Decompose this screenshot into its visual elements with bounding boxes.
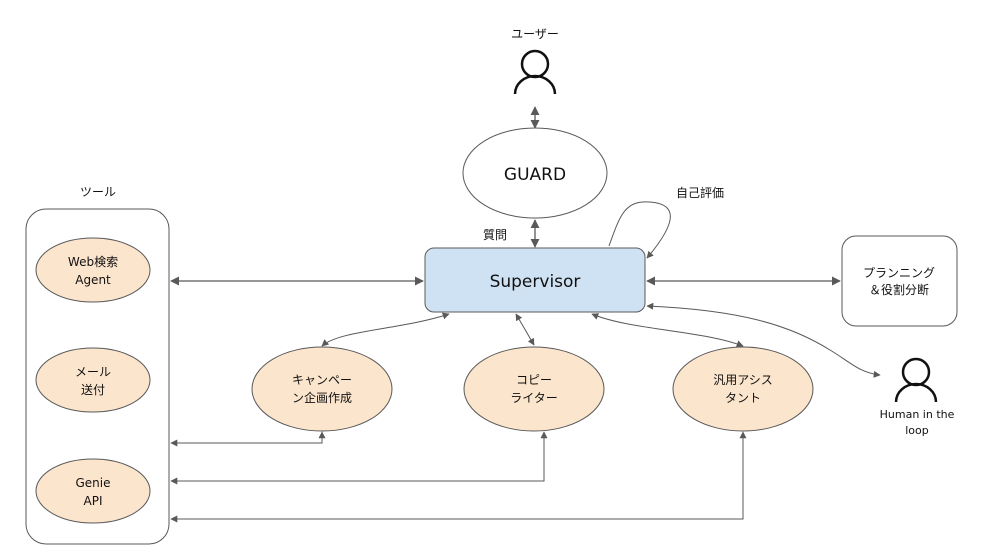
edge-supervisor-campaign	[321, 312, 450, 347]
guard-label: GUARD	[504, 165, 566, 185]
genie-label-line2: API	[84, 494, 103, 508]
supervisor-label: Supervisor	[490, 272, 581, 292]
planning-label-line1: プランニング	[863, 266, 935, 280]
assistant-label-line1: 汎用アシス	[713, 373, 773, 387]
edge-campaign-tools	[170, 431, 326, 447]
edge-copywriter-tools	[170, 431, 548, 485]
question-edge-label: 質問	[483, 227, 507, 242]
edge-supervisor-human	[646, 302, 881, 378]
edge-assistant-tools	[170, 431, 747, 523]
supervisor-node[interactable]: Supervisor	[424, 247, 646, 313]
human-person-icon	[894, 357, 938, 403]
web-search-label-line1: Web検索	[68, 255, 118, 269]
campaign-label-line2: ン企画作成	[292, 390, 352, 405]
human-loop-label-line2: loop	[905, 424, 929, 437]
web-search-label-line2: Agent	[75, 273, 111, 287]
copywriter-node[interactable]: コピー ライター	[463, 346, 605, 432]
genie-label-line1: Genie	[75, 476, 110, 490]
edge-supervisor-assistant	[591, 313, 744, 348]
self-eval-edge-label: 自己評価	[676, 185, 724, 200]
human-loop-label-line1: Human in the	[880, 408, 955, 421]
mail-label-line2: 送付	[81, 382, 105, 397]
edge-supervisor-copywriter	[515, 313, 535, 346]
assistant-label-line2: タント	[725, 391, 761, 405]
copywriter-label-line1: コピー	[516, 373, 552, 387]
web-search-node[interactable]: Web検索 Agent	[35, 237, 151, 303]
campaign-node[interactable]: キャンペー ン企画作成	[251, 346, 393, 432]
genie-node[interactable]: Genie API	[35, 458, 151, 524]
user-person-icon	[513, 49, 557, 95]
planning-node[interactable]: プランニング ＆役割分断	[841, 235, 958, 327]
planning-label-line2: ＆役割分断	[869, 282, 929, 297]
mail-label-line1: メール	[75, 365, 111, 379]
user-label: ユーザー	[511, 27, 559, 41]
assistant-node[interactable]: 汎用アシス タント	[672, 346, 814, 432]
copywriter-label-line2: ライター	[510, 391, 558, 405]
edge-self-eval	[608, 201, 671, 259]
campaign-label-line1: キャンペー	[292, 373, 352, 387]
guard-node[interactable]: GUARD	[462, 127, 608, 219]
tools-group-title: ツール	[80, 185, 116, 199]
mail-node[interactable]: メール 送付	[35, 347, 151, 413]
